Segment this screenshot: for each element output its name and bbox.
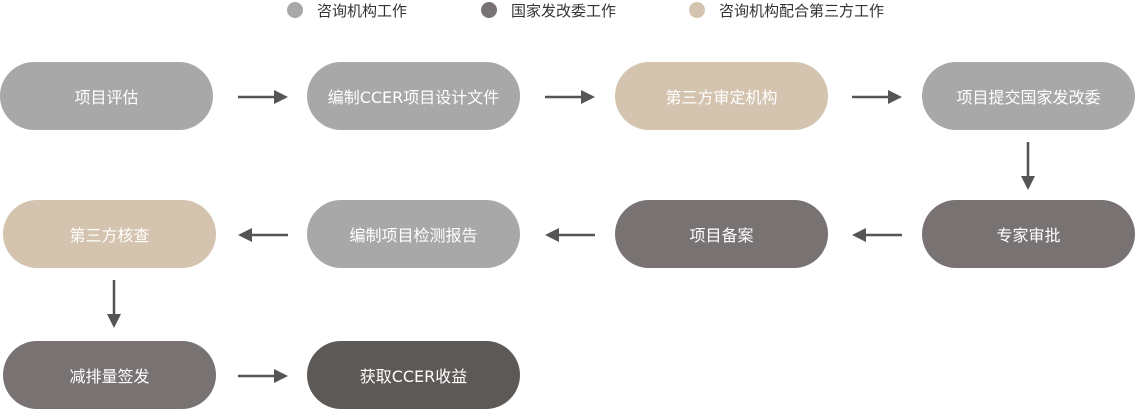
arrow-right-icon: [238, 369, 288, 383]
arrow-left-icon: [852, 228, 902, 242]
step-third-party-verification: 第三方核查: [3, 200, 216, 268]
arrow-right-icon: [545, 90, 595, 104]
legend-item-ndrc: 国家发改委工作: [481, 0, 616, 20]
step-submit-to-ndrc: 项目提交国家发改委: [922, 62, 1135, 130]
step-third-party-validation: 第三方审定机构: [615, 62, 828, 130]
legend-dot-consulting-icon: [287, 2, 303, 18]
legend-label-third-party: 咨询机构配合第三方工作: [719, 1, 885, 20]
step-ccer-revenue: 获取CCER收益: [307, 341, 520, 409]
arrow-left-icon: [545, 228, 595, 242]
legend-dot-ndrc-icon: [481, 2, 497, 18]
legend-label-consulting: 咨询机构工作: [317, 1, 408, 20]
arrow-right-icon: [238, 90, 288, 104]
legend-label-ndrc: 国家发改委工作: [511, 1, 617, 20]
arrow-down-icon: [1021, 142, 1035, 190]
step-emission-issuance: 减排量签发: [3, 341, 216, 409]
legend-dot-third-party-icon: [689, 2, 705, 18]
legend-item-consulting: 咨询机构工作: [287, 0, 407, 20]
arrow-right-icon: [852, 90, 902, 104]
arrow-left-icon: [238, 228, 288, 242]
legend-item-third-party: 咨询机构配合第三方工作: [689, 0, 884, 20]
legend: 咨询机构工作 国家发改委工作 咨询机构配合第三方工作: [0, 0, 1136, 20]
step-ccer-design-document: 编制CCER项目设计文件: [307, 62, 520, 130]
arrow-down-icon: [107, 280, 121, 328]
step-monitoring-report: 编制项目检测报告: [307, 200, 520, 268]
step-project-registration: 项目备案: [615, 200, 828, 268]
step-project-assessment: 项目评估: [0, 62, 213, 130]
step-expert-review: 专家审批: [922, 200, 1135, 268]
